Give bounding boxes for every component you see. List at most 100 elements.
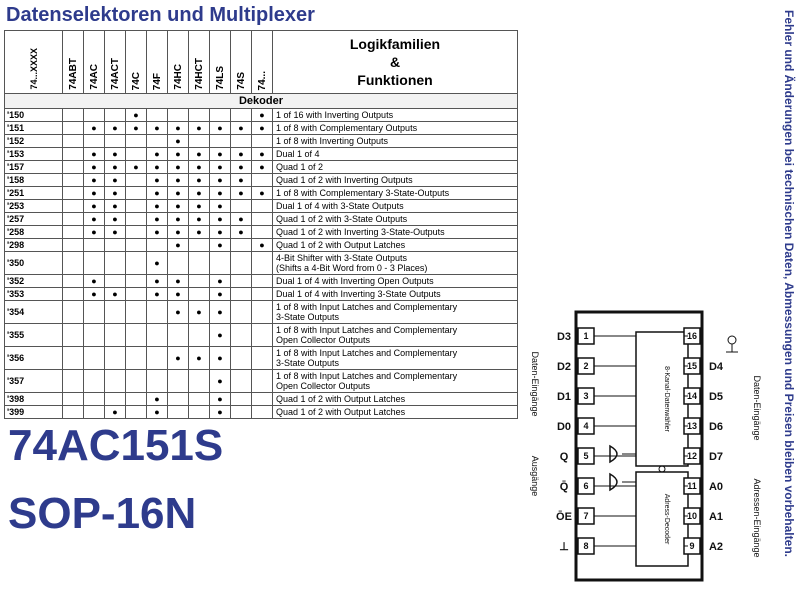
- availability-cell: ●: [83, 212, 105, 226]
- availability-cell: [104, 346, 126, 370]
- pin-label: D3: [557, 331, 571, 343]
- availability-cell: ●: [167, 134, 189, 148]
- availability-cell: ●: [167, 186, 189, 200]
- function-line: 1 of 8 with Input Latches and Complement…: [276, 371, 458, 381]
- function-line: Quad 1 of 2 with Output Latches: [276, 240, 406, 250]
- table-row: '354●●●1 of 8 with Input Latches and Com…: [4, 300, 518, 324]
- availability-cell: ●: [167, 121, 189, 135]
- vcc-connection: [726, 344, 738, 353]
- availability-cell: [251, 212, 273, 226]
- availability-dot: ●: [196, 214, 202, 224]
- availability-dot: ●: [259, 162, 265, 172]
- availability-cell: ●: [167, 346, 189, 370]
- availability-cell: ●: [209, 121, 231, 135]
- availability-dot: ●: [175, 175, 181, 185]
- family-header-74s: 74S: [230, 30, 252, 94]
- function-cell: 1 of 8 with Input Latches and Complement…: [272, 369, 518, 393]
- availability-cell: [62, 212, 84, 226]
- function-line: Quad 1 of 2: [276, 162, 324, 172]
- availability-cell: [146, 238, 168, 252]
- availability-cell: ●: [251, 121, 273, 135]
- availability-cell: [188, 134, 210, 148]
- availability-cell: ●: [188, 186, 210, 200]
- availability-dot: ●: [217, 276, 223, 286]
- availability-dot: ●: [196, 201, 202, 211]
- availability-cell: [209, 108, 231, 122]
- pin-number: 6: [583, 481, 588, 491]
- availability-cell: ●: [209, 238, 231, 252]
- availability-cell: [230, 199, 252, 213]
- availability-cell: [125, 225, 147, 239]
- availability-cell: ●: [167, 173, 189, 187]
- availability-cell: [104, 369, 126, 393]
- availability-cell: ●: [146, 121, 168, 135]
- availability-dot: ●: [175, 289, 181, 299]
- table-body: '150●●1 of 16 with Inverting Outputs'151…: [4, 108, 518, 419]
- function-cell: Quad 1 of 2 with 3-State Outputs: [272, 212, 518, 226]
- family-label: 74...: [256, 70, 268, 90]
- availability-dot: ●: [217, 289, 223, 299]
- pin-number: 16: [687, 331, 697, 341]
- availability-dot: ●: [112, 149, 118, 159]
- availability-cell: [188, 405, 210, 419]
- availability-cell: ●: [230, 212, 252, 226]
- availability-cell: [125, 287, 147, 301]
- table-row: '353●●●●●Dual 1 of 4 with Inverting 3-St…: [4, 287, 518, 301]
- family-header-74f: 74F: [146, 30, 168, 94]
- availability-dot: ●: [175, 276, 181, 286]
- availability-cell: [230, 392, 252, 406]
- availability-cell: [251, 134, 273, 148]
- availability-dot: ●: [217, 353, 223, 363]
- availability-cell: ●: [83, 274, 105, 288]
- pin-label: D4: [709, 361, 724, 373]
- family-header-74hct: 74HCT: [188, 30, 210, 94]
- availability-cell: [83, 346, 105, 370]
- table-row: '253●●●●●●Dual 1 of 4 with 3-State Outpu…: [4, 199, 518, 213]
- function-cell: Dual 1 of 4 with Inverting 3-State Outpu…: [272, 287, 518, 301]
- availability-cell: [209, 134, 231, 148]
- availability-dot: ●: [238, 214, 244, 224]
- availability-cell: [125, 199, 147, 213]
- function-line: 1 of 8 with Inverting Outputs: [276, 136, 389, 146]
- table-row: '251●●●●●●●●1 of 8 with Complementary 3-…: [4, 186, 518, 200]
- family-header-74act: 74ACT: [104, 30, 126, 94]
- pin-number: 9: [689, 541, 694, 551]
- function-cell: 1 of 8 with Input Latches and Complement…: [272, 300, 518, 324]
- availability-cell: ●: [104, 287, 126, 301]
- function-cell: Dual 1 of 4: [272, 147, 518, 161]
- availability-cell: [209, 251, 231, 275]
- pin-label: D7: [709, 451, 723, 463]
- availability-dot: ●: [154, 175, 160, 185]
- pin-label: D0: [557, 421, 571, 433]
- availability-cell: [62, 238, 84, 252]
- availability-dot: ●: [217, 330, 223, 340]
- availability-cell: [83, 369, 105, 393]
- function-header-line: &: [389, 54, 401, 70]
- pin-number: 4: [583, 421, 588, 431]
- availability-cell: ●: [188, 121, 210, 135]
- availability-cell: ●: [188, 225, 210, 239]
- availability-dot: ●: [154, 276, 160, 286]
- pin-number: 2: [583, 361, 588, 371]
- part-cell: '398: [4, 392, 63, 406]
- availability-dot: ●: [154, 407, 160, 417]
- function-line: 1 of 16 with Inverting Outputs: [276, 110, 394, 120]
- availability-cell: ●: [146, 251, 168, 275]
- availability-cell: [125, 392, 147, 406]
- availability-dot: ●: [196, 175, 202, 185]
- function-line: Dual 1 of 4 with Inverting 3-State Outpu…: [276, 289, 441, 299]
- availability-cell: [62, 134, 84, 148]
- availability-cell: [251, 300, 273, 324]
- availability-dot: ●: [259, 123, 265, 133]
- availability-dot: ●: [238, 162, 244, 172]
- availability-cell: [125, 238, 147, 252]
- part-cell: '152: [4, 134, 63, 148]
- pin-label: A1: [709, 511, 723, 523]
- pin-number: 15: [687, 361, 697, 371]
- availability-cell: ●: [230, 147, 252, 161]
- function-line: Quad 1 of 2 with Inverting 3-State-Outpu…: [276, 227, 445, 237]
- availability-cell: [62, 173, 84, 187]
- availability-cell: [62, 251, 84, 275]
- availability-cell: [83, 108, 105, 122]
- availability-cell: ●: [104, 186, 126, 200]
